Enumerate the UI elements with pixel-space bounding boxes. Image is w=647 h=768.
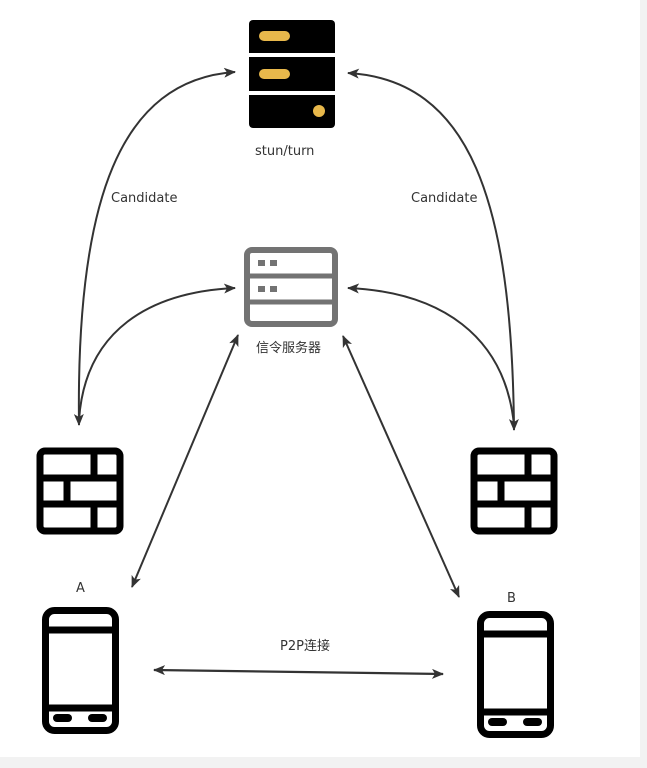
signal-server-icon[interactable]: [244, 247, 338, 327]
diagram-svg: [36, 20, 558, 738]
edge-a-signal: [131, 334, 239, 588]
vertical-scrollbar[interactable]: [640, 0, 647, 768]
phone-a-icon[interactable]: [42, 607, 119, 734]
p2p-label: P2P连接: [280, 639, 330, 654]
edge-firewall-left-signal: [78, 283, 236, 421]
stun-label: stun/turn: [255, 144, 315, 159]
phone-b-icon[interactable]: [477, 611, 554, 738]
edge-p2p: [153, 665, 444, 679]
edge-candidate-left: [73, 67, 236, 426]
candidate-left-label: Candidate: [111, 191, 178, 206]
candidate-right-label: Candidate: [411, 191, 478, 206]
phone-b-label: B: [507, 591, 516, 606]
firewall-right-icon[interactable]: [470, 447, 558, 535]
stun-server-icon[interactable]: [249, 20, 335, 128]
edge-b-signal: [342, 335, 460, 598]
diagram-canvas: stun/turn 信令服务器 Candidate Candidate A B …: [0, 0, 640, 757]
edge-firewall-right-signal: [347, 283, 515, 426]
signal-server-label: 信令服务器: [256, 341, 322, 356]
firewall-left-icon[interactable]: [36, 447, 124, 535]
phone-a-label: A: [76, 581, 85, 596]
edge-candidate-right: [347, 68, 519, 431]
